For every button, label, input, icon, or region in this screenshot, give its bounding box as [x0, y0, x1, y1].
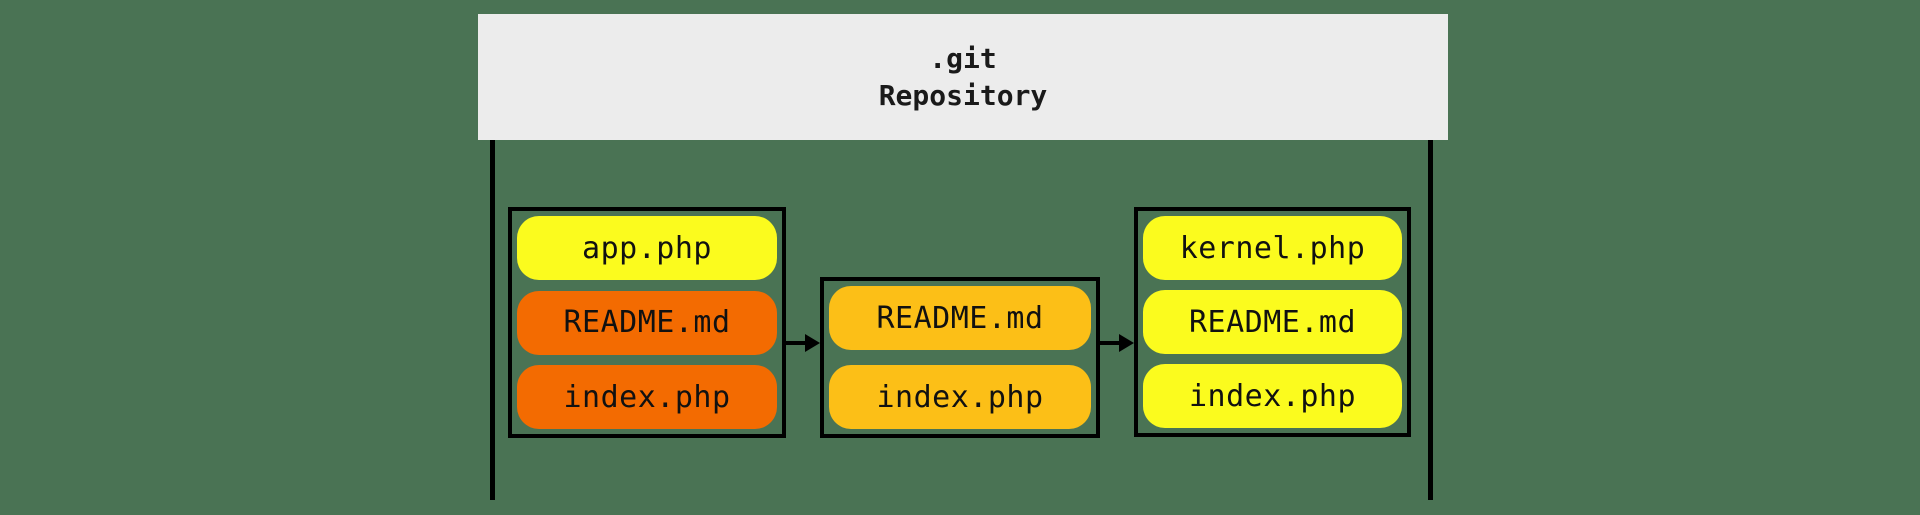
left-connector-line	[490, 140, 495, 500]
arrow-shaft	[1098, 341, 1122, 345]
arrow-shaft	[784, 341, 808, 345]
arrow-right-icon	[784, 334, 820, 352]
file-pill: app.php	[517, 216, 777, 280]
file-box-right: kernel.php README.md index.php	[1134, 207, 1411, 437]
arrow-head	[805, 334, 820, 352]
file-pill: README.md	[1143, 290, 1402, 354]
right-connector-line	[1428, 140, 1433, 500]
file-pill: index.php	[829, 365, 1091, 429]
git-repository-header: .git Repository	[478, 14, 1448, 140]
file-box-left: app.php README.md index.php	[508, 207, 786, 438]
header-line-git: .git	[929, 42, 997, 75]
header-line-repository: Repository	[878, 79, 1048, 112]
file-pill: kernel.php	[1143, 216, 1402, 280]
file-pill: index.php	[517, 365, 777, 429]
arrow-head	[1119, 334, 1134, 352]
file-pill: index.php	[1143, 364, 1402, 428]
file-pill: README.md	[517, 290, 777, 355]
file-pill: README.md	[829, 286, 1091, 350]
arrow-right-icon	[1098, 334, 1134, 352]
file-box-middle: README.md index.php	[820, 277, 1100, 438]
